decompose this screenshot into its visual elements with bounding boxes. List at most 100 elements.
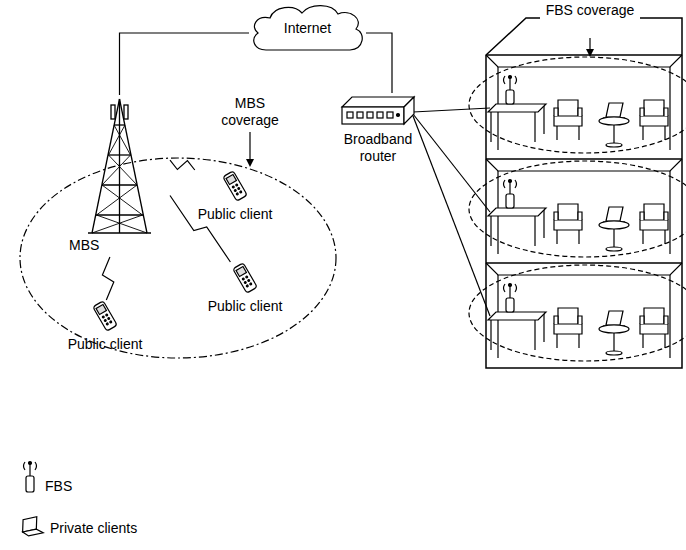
phone-icon xyxy=(232,186,234,188)
wired-link xyxy=(120,33,250,95)
tower-icon xyxy=(72,95,167,235)
phone-icon xyxy=(242,278,244,280)
wired-link xyxy=(366,33,392,93)
phone-icon xyxy=(200,262,290,296)
mbs-coverage-arrow xyxy=(249,132,250,160)
router-icon xyxy=(397,114,400,117)
floor xyxy=(469,263,686,361)
phone-icon xyxy=(246,285,248,287)
wireless-link xyxy=(170,160,195,170)
fbs-coverage-arrow xyxy=(586,49,594,57)
legend-text: FBS xyxy=(45,478,72,495)
phone-icon xyxy=(108,317,110,319)
fbs-coverage-arrow xyxy=(589,38,590,50)
router-wire xyxy=(413,108,490,316)
phone-icon xyxy=(223,171,247,201)
tower-icon xyxy=(111,105,115,119)
tower-icon xyxy=(114,124,125,125)
phone-icon xyxy=(233,263,257,293)
floor xyxy=(469,55,686,153)
fbs-legend-icon xyxy=(26,476,34,492)
public-client-node: Public client xyxy=(57,300,153,353)
building xyxy=(486,262,682,264)
phone-icon xyxy=(236,184,238,186)
fbs-legend-icon xyxy=(29,464,30,476)
mbs-coverage-arrow xyxy=(246,159,254,167)
phone-icon xyxy=(190,170,280,204)
public-client-node: Public client xyxy=(187,170,283,223)
router-wire xyxy=(413,108,490,112)
tower-icon xyxy=(102,184,137,185)
fbs-coverage-arrow xyxy=(586,38,594,57)
tower-icon xyxy=(108,154,131,155)
laptop-legend-icon xyxy=(23,528,44,537)
phone-icon xyxy=(244,281,246,283)
node-label: Public client xyxy=(187,170,283,223)
router-icon xyxy=(377,112,383,118)
phone-icon xyxy=(226,174,236,184)
wireless-link xyxy=(102,257,113,300)
node-label: Broadband router xyxy=(335,93,421,165)
legend-text: Private clients xyxy=(50,520,137,537)
router-wire xyxy=(413,116,490,316)
tower-icon xyxy=(88,232,151,233)
building xyxy=(486,158,682,160)
fbs-legend-icon xyxy=(24,462,37,470)
wireless-link xyxy=(170,196,230,263)
cloud-node: Internet xyxy=(247,3,368,53)
router-icon xyxy=(342,97,414,124)
router-icon xyxy=(347,112,353,118)
phone-icon xyxy=(223,171,247,201)
phone-icon xyxy=(240,191,242,193)
mbs-coverage-arrow xyxy=(246,132,254,167)
tower-icon xyxy=(97,125,148,233)
public-client-node: Public client xyxy=(197,262,293,315)
router-icon xyxy=(342,107,404,124)
floor xyxy=(469,159,686,257)
node-label: Public client xyxy=(57,300,153,353)
phone-icon xyxy=(236,266,246,276)
phone-icon xyxy=(248,279,250,281)
phone-icon xyxy=(236,193,238,195)
phone-icon xyxy=(102,316,104,318)
node-label: Public client xyxy=(197,262,293,315)
mbs-tower-node: MBS xyxy=(69,95,170,257)
phone-icon xyxy=(233,263,257,293)
tower-icon xyxy=(88,99,151,233)
phone-icon xyxy=(60,300,150,334)
phone-icon xyxy=(250,283,252,285)
router-icon xyxy=(342,97,414,107)
coverage-label: MBS coverage xyxy=(205,95,295,129)
phone-icon xyxy=(93,301,117,331)
tower-icon xyxy=(92,99,120,233)
router-icon xyxy=(404,97,414,124)
tower-icon xyxy=(120,99,148,233)
router-icon xyxy=(387,112,393,118)
tower-icon xyxy=(96,214,143,215)
phone-icon xyxy=(93,301,117,331)
building xyxy=(486,54,682,56)
coverage-label: FBS coverage xyxy=(540,2,640,19)
phone-icon xyxy=(246,276,248,278)
fbs-legend-icon xyxy=(24,462,37,493)
tower-icon xyxy=(124,105,128,119)
fbs-legend-icon xyxy=(29,462,32,465)
router-icon xyxy=(357,112,363,118)
laptop-legend-icon xyxy=(20,516,43,537)
phone-icon xyxy=(104,319,106,321)
node-label: Internet xyxy=(247,3,368,37)
tower-icon xyxy=(92,125,143,233)
router-icon xyxy=(338,93,418,127)
broadband-router-node: Broadband router xyxy=(335,93,421,165)
phone-icon xyxy=(106,323,108,325)
phone-icon xyxy=(96,304,106,314)
mbs-coverage-ellipse xyxy=(20,158,336,358)
phone-icon xyxy=(106,314,108,316)
phone-icon xyxy=(238,187,240,189)
node-label: MBS xyxy=(69,95,170,254)
router-icon xyxy=(367,112,373,118)
router-wire xyxy=(413,114,490,212)
phone-icon xyxy=(110,321,112,323)
